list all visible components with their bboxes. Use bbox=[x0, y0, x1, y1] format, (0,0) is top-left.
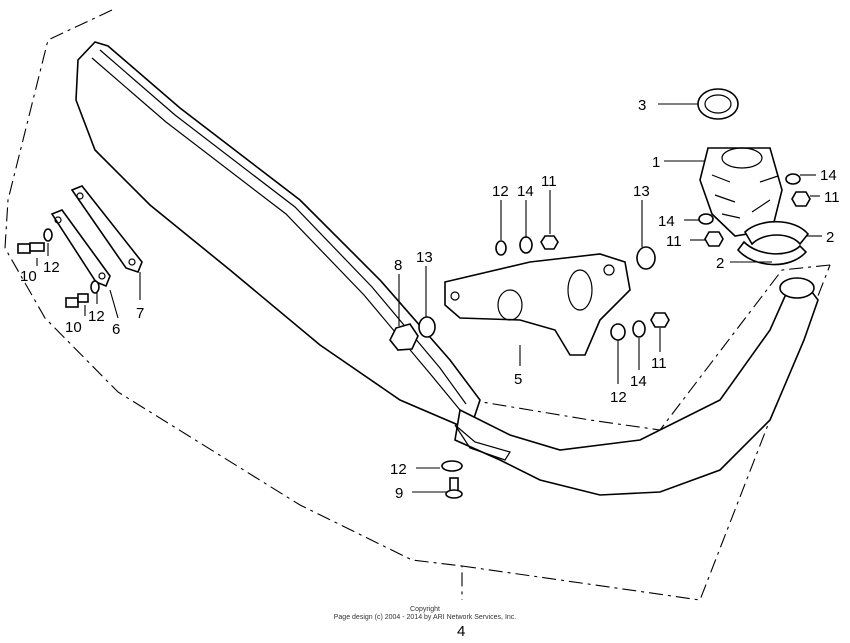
mount-bolt-washer bbox=[441, 460, 463, 499]
callout-1: 1 bbox=[652, 154, 660, 171]
callout-13: 13 bbox=[633, 183, 650, 200]
callout-14: 14 bbox=[630, 373, 647, 390]
callout-7: 7 bbox=[136, 305, 144, 322]
callout-14: 14 bbox=[820, 167, 837, 184]
callout-12: 12 bbox=[88, 308, 105, 325]
exhaust-bracket bbox=[444, 253, 631, 356]
nut-washer-set-right bbox=[698, 173, 811, 247]
muffler-exhaust-pipe bbox=[75, 41, 819, 496]
callout-11: 11 bbox=[666, 233, 682, 250]
flange-nut-washer bbox=[389, 316, 436, 351]
split-collar bbox=[736, 221, 810, 266]
callout-numbers: 3 1 14 11 14 11 2 2 12 14 11 13 8 13 5 1… bbox=[20, 97, 840, 640]
copyright-notice: Page design (c) 2004 - 2014 by ARI Netwo… bbox=[333, 614, 517, 621]
callout-3: 3 bbox=[638, 97, 646, 114]
callout-11: 11 bbox=[824, 189, 840, 206]
callout-11: 11 bbox=[541, 173, 557, 190]
callout-14: 14 bbox=[658, 213, 675, 230]
callout-6: 6 bbox=[112, 321, 120, 338]
gasket-ring bbox=[697, 88, 739, 120]
callout-13: 13 bbox=[416, 249, 433, 266]
copyright-label: Copyright bbox=[410, 606, 440, 613]
callout-2: 2 bbox=[716, 255, 724, 272]
callout-12: 12 bbox=[492, 183, 509, 200]
callout-14: 14 bbox=[517, 183, 534, 200]
callout-10: 10 bbox=[20, 268, 37, 285]
leader-lines bbox=[36, 103, 822, 493]
callout-2: 2 bbox=[826, 229, 834, 246]
callout-12: 12 bbox=[390, 461, 407, 478]
callout-9: 9 bbox=[395, 485, 403, 502]
callout-4: 4 bbox=[457, 623, 465, 640]
callout-12: 12 bbox=[43, 259, 60, 276]
callout-5: 5 bbox=[514, 371, 522, 388]
callout-11: 11 bbox=[651, 355, 667, 372]
bracket-hardware-bottom bbox=[610, 312, 670, 341]
callout-10: 10 bbox=[65, 319, 82, 336]
callout-8: 8 bbox=[394, 257, 402, 274]
bolt-washer-set-left bbox=[17, 228, 100, 308]
bracket-hardware-top bbox=[495, 235, 656, 270]
heat-shield-straps bbox=[50, 185, 143, 288]
callout-12: 12 bbox=[610, 389, 627, 406]
